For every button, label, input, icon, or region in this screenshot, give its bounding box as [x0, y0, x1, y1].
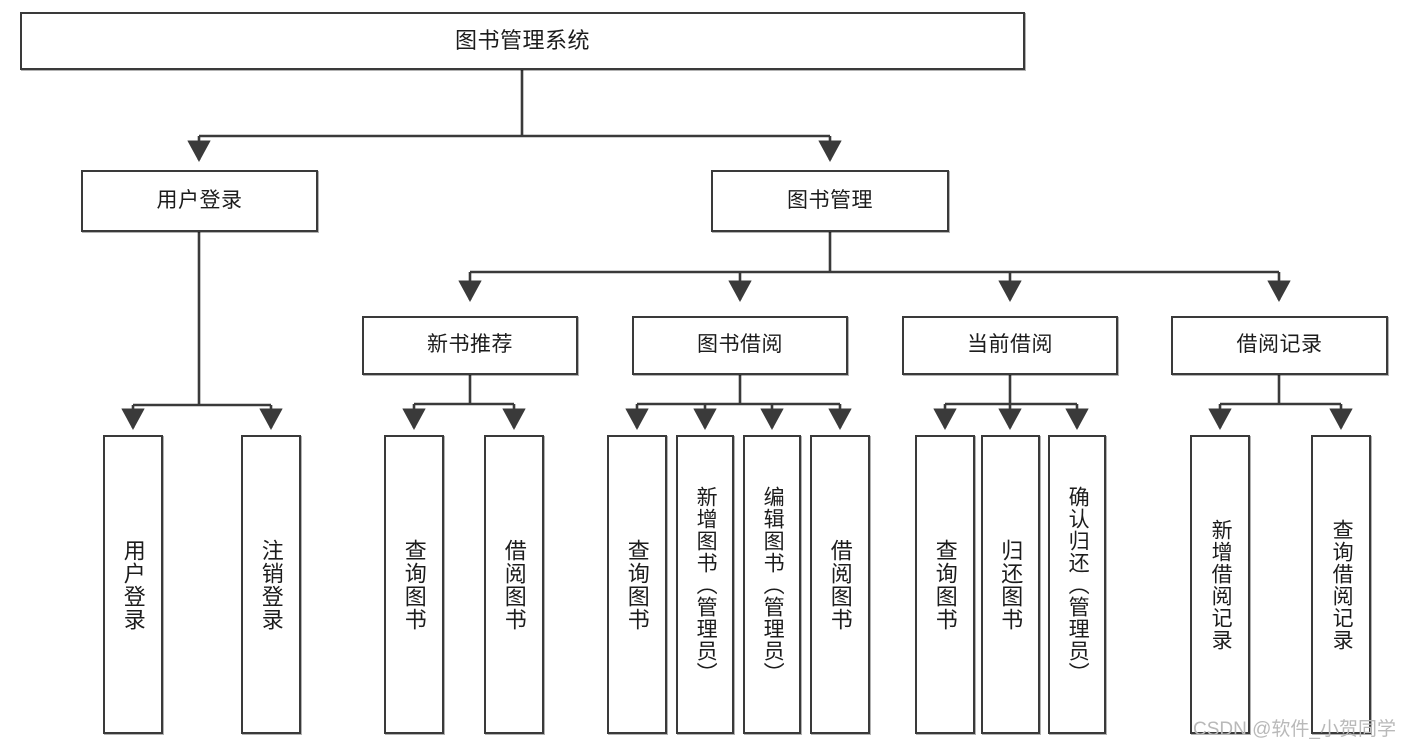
node-leaf-edit-book-admin[interactable]: 编辑图书（管理员）: [743, 435, 801, 734]
node-label: 查询借阅记录: [1330, 518, 1354, 651]
node-leaf-borrow-book[interactable]: 借阅图书: [810, 435, 870, 734]
node-book-management[interactable]: 图书管理: [711, 170, 949, 232]
node-leaf-return-book[interactable]: 归还图书: [981, 435, 1040, 734]
node-leaf-query-book-borrow[interactable]: 查询图书: [607, 435, 667, 734]
node-leaf-user-login[interactable]: 用户登录: [103, 435, 163, 734]
node-leaf-query-book-current[interactable]: 查询图书: [915, 435, 975, 734]
node-current-borrow[interactable]: 当前借阅: [902, 316, 1118, 375]
node-label: 借阅记录: [1236, 333, 1323, 357]
node-label: 注销登录: [258, 538, 284, 631]
node-label: 用户登录: [156, 188, 243, 212]
node-borrow-record[interactable]: 借阅记录: [1171, 316, 1388, 375]
node-label: 新增借阅记录: [1209, 518, 1233, 651]
node-user-login[interactable]: 用户登录: [81, 170, 318, 232]
node-leaf-borrow-book-recommend[interactable]: 借阅图书: [484, 435, 544, 734]
node-label: 确认归还（管理员）: [1066, 485, 1090, 684]
node-label: 新书推荐: [427, 333, 513, 357]
node-label: 借阅图书: [827, 538, 853, 631]
node-label: 图书借阅: [697, 333, 783, 357]
node-leaf-query-book-recommend[interactable]: 查询图书: [384, 435, 444, 734]
node-label: 借阅图书: [501, 538, 527, 631]
node-label: 图书管理系统: [454, 28, 590, 54]
node-label: 用户登录: [120, 538, 146, 631]
node-leaf-add-borrow-record[interactable]: 新增借阅记录: [1190, 435, 1250, 734]
node-leaf-logout[interactable]: 注销登录: [241, 435, 301, 734]
node-label: 编辑图书（管理员）: [761, 485, 785, 684]
node-label: 查询图书: [932, 538, 958, 631]
node-leaf-confirm-return-admin[interactable]: 确认归还（管理员）: [1048, 435, 1106, 734]
node-label: 新增图书（管理员）: [694, 485, 718, 684]
node-label: 查询图书: [401, 538, 427, 631]
node-label: 归还图书: [998, 538, 1024, 631]
node-book-borrow[interactable]: 图书借阅: [632, 316, 848, 375]
node-label: 当前借阅: [967, 333, 1053, 357]
node-leaf-query-borrow-record[interactable]: 查询借阅记录: [1311, 435, 1371, 734]
node-leaf-add-book-admin[interactable]: 新增图书（管理员）: [676, 435, 734, 734]
node-label: 图书管理: [787, 188, 873, 212]
node-root-system[interactable]: 图书管理系统: [20, 12, 1025, 70]
watermark-text: CSDN @软件_小贺同学: [1193, 719, 1396, 740]
node-label: 查询图书: [624, 538, 650, 631]
node-new-book-recommend[interactable]: 新书推荐: [362, 316, 578, 375]
